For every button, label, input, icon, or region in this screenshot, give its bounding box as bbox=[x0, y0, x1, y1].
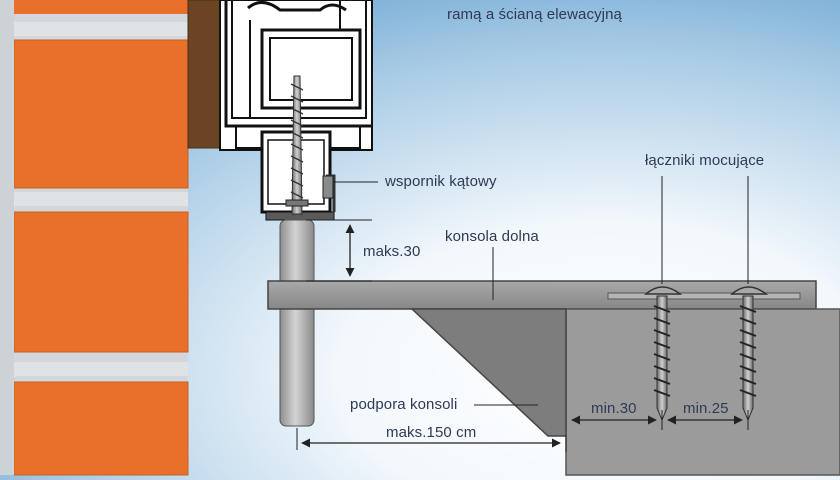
concrete-wall bbox=[565, 308, 840, 476]
label-angle-bracket: wspornik kątowy bbox=[385, 173, 497, 190]
label-min-25: min.25 bbox=[683, 400, 729, 417]
dimension-min-spacing bbox=[571, 410, 749, 430]
brick-wall bbox=[0, 0, 189, 476]
fastening-screw-left bbox=[644, 286, 683, 422]
window-frame-profile bbox=[219, 0, 373, 151]
label-top-note: ramą a ścianą elewacyjną bbox=[447, 6, 622, 23]
label-min-30: min.30 bbox=[591, 400, 637, 417]
fastener-washer-strip bbox=[607, 292, 801, 300]
frame-screw bbox=[285, 75, 309, 215]
label-console-support: podpora konsoli bbox=[350, 396, 458, 413]
wood-batten bbox=[187, 0, 223, 149]
support-post bbox=[279, 219, 315, 427]
dimension-max150 bbox=[296, 428, 567, 452]
fastening-screw-right bbox=[730, 286, 769, 422]
label-bottom-console: konsola dolna bbox=[445, 228, 539, 245]
label-max-span: maks.150 cm bbox=[386, 424, 477, 441]
label-fasteners: łączniki mocujące bbox=[645, 152, 765, 169]
leader-lines bbox=[306, 176, 749, 406]
label-max-height: maks.30 bbox=[363, 243, 421, 260]
